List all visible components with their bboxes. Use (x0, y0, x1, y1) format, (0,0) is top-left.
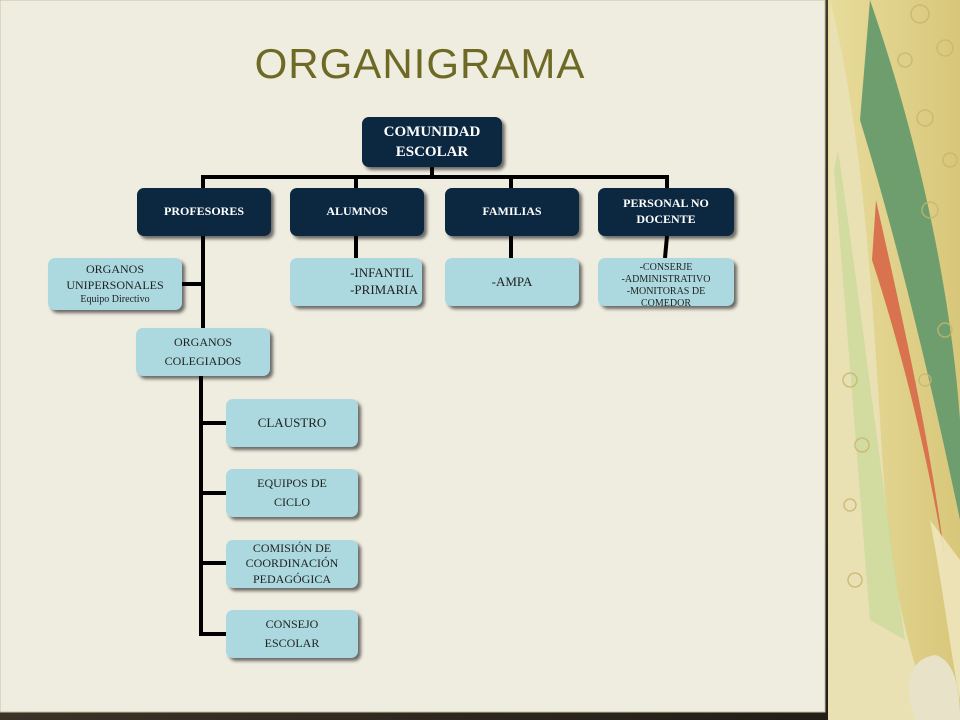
slide-title: ORGANIGRAMA (254, 40, 586, 87)
node-label: CLAUSTRO (257, 414, 327, 430)
node-label: -AMPA (491, 273, 533, 289)
node-label: COMUNIDAD (383, 123, 481, 140)
org-node-ampa: -AMPA (445, 258, 579, 306)
org-node-organos-unipersonales: ORGANOS UNIPERSONALES Equipo Directivo (48, 258, 182, 310)
node-label: COLEGIADOS (164, 354, 242, 368)
node-label: -MONITORAS DE (626, 286, 706, 297)
org-node-personal-no-docente: PERSONAL NO DOCENTE (598, 188, 734, 236)
org-node-profesores: PROFESORES (137, 188, 271, 236)
node-label: UNIPERSONALES (66, 277, 164, 292)
node-label: PERSONAL NO (623, 196, 709, 211)
node-label: -ADMINISTRATIVO (621, 274, 711, 285)
node-sublabel: Equipo Directivo (80, 294, 150, 306)
org-node-comunidad-escolar: COMUNIDAD ESCOLAR (362, 117, 502, 167)
org-node-equipos-de-ciclo: EQUIPOS DE CICLO (226, 469, 358, 517)
node-label: PEDAGÓGICA (252, 571, 331, 586)
org-node-alumnos-detail: -INFANTIL -PRIMARIA (290, 258, 422, 306)
org-node-comision-coordinacion: COMISIÓN DE COORDINACIÓN PEDAGÓGICA (226, 540, 358, 588)
node-label: -CONSERJE (639, 262, 693, 273)
org-node-personal-detail: -CONSERJE -ADMINISTRATIVO -MONITORAS DE … (598, 258, 734, 309)
node-label: -INFANTIL (350, 265, 414, 281)
node-label: COMISIÓN DE (252, 540, 332, 555)
node-label: ALUMNOS (326, 204, 388, 219)
org-node-consejo-escolar: CONSEJO ESCOLAR (226, 610, 358, 658)
node-label: CONSEJO (265, 616, 319, 631)
org-node-claustro: CLAUSTRO (226, 399, 358, 447)
node-label: -PRIMARIA (350, 282, 418, 297)
org-node-organos-colegiados: ORGANOS COLEGIADOS (136, 328, 270, 376)
node-label: ESCOLAR (395, 144, 469, 160)
node-label: COMEDOR (640, 298, 691, 309)
node-label: COORDINACIÓN (245, 556, 339, 571)
node-label: FAMILIAS (482, 204, 542, 219)
node-label: PROFESORES (163, 204, 244, 219)
node-label: DOCENTE (636, 212, 696, 226)
org-node-alumnos: ALUMNOS (290, 188, 424, 236)
node-label: ESCOLAR (264, 636, 320, 650)
node-label: EQUIPOS DE (257, 475, 327, 490)
org-node-familias: FAMILIAS (445, 188, 579, 236)
node-label: ORGANOS (85, 261, 144, 276)
node-label: CICLO (273, 495, 310, 509)
node-label: ORGANOS (173, 334, 232, 349)
